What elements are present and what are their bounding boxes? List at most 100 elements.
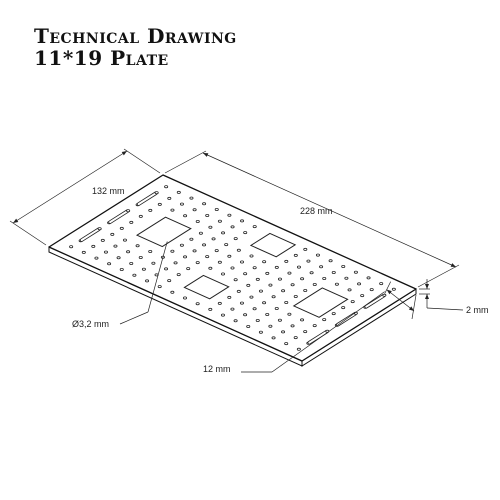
mounting-hole (170, 290, 175, 294)
mounting-hole (300, 277, 305, 281)
mounting-hole (186, 267, 191, 271)
end-slot-inner (137, 192, 157, 206)
dimension-lines (9, 148, 464, 373)
mounting-hole (243, 272, 248, 276)
width-arrow-end (121, 151, 127, 156)
mounting-hole (268, 283, 273, 287)
mounting-hole (230, 225, 235, 229)
mounting-hole (220, 272, 225, 276)
mounting-hole (315, 253, 320, 257)
mounting-hole (303, 247, 308, 251)
mounting-hole (69, 245, 74, 249)
thickness-dimension-label: 2 mm (466, 305, 489, 315)
mounting-hole (198, 231, 203, 235)
mounting-hole (189, 237, 194, 241)
drawing-subtitle: 11*19 Plate (34, 46, 169, 70)
spacing-arrow-start (386, 289, 392, 295)
mounting-hole (366, 276, 371, 280)
mounting-hole (230, 307, 235, 311)
mounting-hole (233, 278, 238, 282)
width-extension-line-a (9, 220, 47, 246)
mounting-hole (202, 243, 207, 247)
mounting-hole (81, 250, 86, 254)
mounting-hole (211, 237, 216, 241)
mounting-hole (205, 255, 210, 259)
mounting-hole (138, 255, 143, 259)
length-extension-line-a (164, 150, 207, 174)
mounting-hole (141, 267, 146, 271)
hole-leader-horizontal (119, 311, 149, 325)
mounting-hole (183, 255, 188, 259)
mounting-hole (227, 254, 232, 258)
mounting-hole (100, 238, 105, 242)
mounting-hole (119, 267, 124, 271)
mounting-hole (293, 253, 298, 257)
mounting-hole (164, 185, 169, 189)
mounting-hole (183, 214, 188, 218)
mounting-hole (236, 289, 241, 293)
mounting-hole (252, 307, 257, 311)
mounting-hole (97, 227, 102, 231)
mounting-hole (217, 301, 222, 305)
end-slot-inner (365, 294, 385, 308)
mounting-hole (94, 256, 99, 260)
mounting-hole (224, 243, 229, 247)
mounting-hole (284, 342, 289, 346)
drawing-title: Technical Drawing (34, 24, 237, 48)
mounting-hole (319, 265, 324, 269)
mounting-hole (154, 191, 159, 195)
length-extension-line-b (417, 264, 460, 288)
mounting-hole (347, 288, 352, 292)
mounting-hole (341, 306, 346, 310)
mounting-hole (217, 219, 222, 223)
mounting-hole (268, 324, 273, 328)
thickness-arrow-bottom (425, 294, 429, 299)
mounting-hole (119, 226, 124, 230)
mounting-hole (135, 244, 140, 248)
mounting-hole (303, 288, 308, 292)
width-extension-line-b (123, 148, 161, 174)
thickness-label-leader (426, 307, 464, 311)
mounting-hole (126, 250, 131, 254)
mounting-hole (129, 261, 134, 265)
mounting-hole (262, 301, 267, 305)
mounting-hole (233, 237, 238, 241)
mounting-hole (167, 196, 172, 200)
mounting-hole (265, 271, 270, 275)
mounting-hole (350, 300, 355, 304)
mounting-hole (265, 312, 270, 316)
mounting-hole (296, 265, 301, 269)
mounting-hole (246, 324, 251, 328)
mounting-hole (157, 285, 162, 289)
mounting-hole (182, 296, 187, 300)
mounting-hole (227, 213, 232, 217)
mounting-hole (214, 207, 219, 211)
mounting-hole (287, 312, 292, 316)
mounting-hole (258, 289, 263, 293)
spacing-arrow-end (408, 306, 414, 311)
mounting-hole (243, 231, 248, 235)
mounting-hole (246, 283, 251, 287)
mounting-hole (284, 300, 289, 304)
mounting-hole (103, 250, 108, 254)
mounting-hole (334, 282, 339, 286)
mounting-hole (271, 295, 276, 299)
mounting-hole (331, 270, 336, 274)
mounting-hole (189, 196, 194, 200)
mounting-hole (290, 283, 295, 287)
hole-diameter-label: Ø3,2 mm (72, 319, 109, 329)
mounting-hole (148, 208, 153, 212)
mounting-hole (331, 312, 336, 316)
mounting-hole (239, 260, 244, 264)
mounting-hole (116, 256, 121, 260)
mounting-hole (122, 238, 127, 242)
mounting-hole (208, 307, 213, 311)
mounting-hole (252, 225, 257, 229)
mounting-hole (220, 313, 225, 317)
mounting-hole (255, 277, 260, 281)
mounting-hole (132, 273, 137, 277)
width-dimension-line (12, 150, 128, 224)
plate-window (292, 287, 349, 318)
thickness-arrow-top (425, 284, 429, 289)
